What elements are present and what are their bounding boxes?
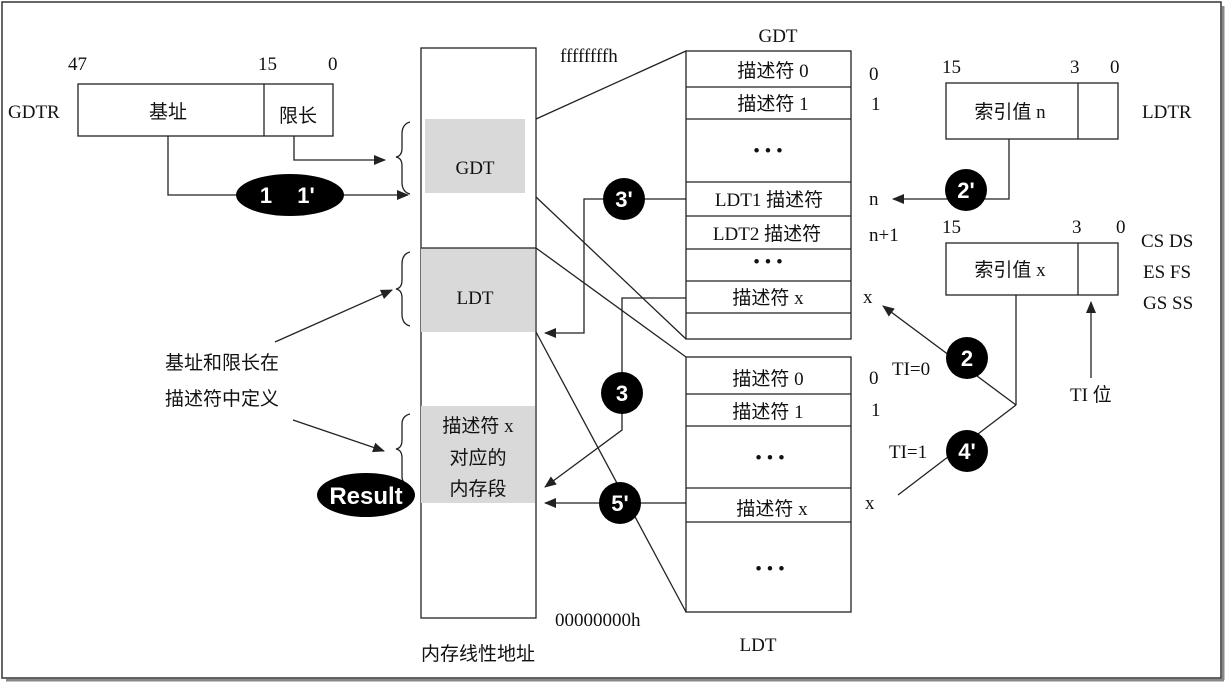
limit-to-gdt-arrow [293,136,386,165]
ldt-table [685,356,852,613]
brace-result [395,413,411,487]
segment-reg-cs-ds: CS DS [1141,231,1193,252]
selector-bit-15: 15 [942,217,961,238]
ldt-segment-label: LDT [457,288,494,309]
brace-gdt [395,121,411,195]
ti-bit-label: TI 位 [1070,384,1112,406]
gdtr-bit-15: 15 [258,54,277,75]
badge-step-5p-label: 5' [611,491,628,516]
gdtr-limit-field: 限长 [279,105,317,127]
base-limit-note-line2: 描述符中定义 [165,388,279,410]
gdtr-base-field: 基址 [149,101,187,123]
badge-step-4p [946,430,988,472]
badge-step-2-label: 2 [961,346,973,371]
ldt-index-1: 1 [871,400,881,421]
badge-step-3p-label: 3' [615,187,632,212]
selector-bit-0: 0 [1116,217,1126,238]
badge-step-2p [945,169,987,211]
badge-step-4p-label: 4' [958,439,975,464]
selector-index-field: 索引值 x [974,259,1046,281]
gdtr-bit-0: 0 [328,54,338,75]
gdtr-register [77,83,334,137]
badge-step-5p [599,482,641,524]
gdt-table-title: GDT [758,26,797,47]
ldt-row-2: • • • [755,448,784,469]
result-segment-line1: 描述符 x [442,415,514,437]
note-arrow-to-result [292,419,385,453]
result-segment [421,406,535,503]
top-address: ffffffffh [560,46,618,67]
gdt-segment [425,119,525,193]
ldt-row-4: • • • [755,559,784,580]
ldtr-to-gdt-n-arrow [892,139,1010,204]
badge-step-1p-label: 1' [297,183,314,208]
ldt1-desc-to-ldt-arrow [544,198,686,338]
ldtr-bit-15: 15 [942,57,961,78]
gdt-desc-x-to-result-arrow [544,297,686,488]
ldtr-bit-3: 3 [1070,57,1080,78]
gdt-table [685,50,852,340]
gdt-row-3: LDT1 描述符 [715,189,823,211]
gdtr-bit-47: 47 [68,54,87,75]
result-segment-line2: 对应的 [449,447,506,469]
gdt-index-n: n [869,189,879,210]
ldt-expand-bottom [535,331,687,613]
gdt-expand-bottom [535,196,687,340]
ldt-row-0: 描述符 0 [732,368,803,390]
ldt-index-0: 0 [869,368,879,389]
gdt-row-2: • • • [753,141,782,162]
gdt-row-1: 描述符 1 [737,93,808,115]
brace-ldt [395,251,411,327]
segment-reg-gs-ss: GS SS [1143,293,1193,314]
gdt-expand-top [535,50,687,120]
ldt-index-x: x [865,493,875,514]
gdt-row-4: LDT2 描述符 [713,223,821,245]
badge-step-1 [236,174,344,216]
result-badge-label: Result [329,483,402,510]
note-arrow-to-ldt [274,289,393,343]
ldtr-bit-0: 0 [1110,57,1120,78]
badge-step-3p [603,178,645,220]
gdt-index-x: x [863,287,873,308]
gdt-index-0: 0 [869,64,879,85]
bottom-address: 00000000h [555,610,641,631]
ti0-label: TI=0 [892,359,930,380]
ti1-label: TI=1 [889,442,927,463]
gdt-row-6: 描述符 x [732,287,804,309]
badge-step-1-label: 1 [260,183,272,208]
segment-reg-es-fs: ES FS [1143,262,1191,283]
result-segment-line3: 内存段 [449,478,506,500]
ldt-expand-top [535,247,687,358]
result-badge [317,473,415,517]
badge-step-3-label: 3 [616,381,628,406]
gdt-segment-label: GDT [455,158,494,179]
badge-step-2p-label: 2' [957,178,974,203]
base-limit-note-line1: 基址和限长在 [165,352,279,374]
ldtr-register [945,82,1119,140]
gdt-index-n1: n+1 [869,225,899,246]
ldtr-label: LDTR [1142,102,1192,123]
ldt-table-title: LDT [740,635,777,656]
selector-bit-3: 3 [1072,217,1082,238]
badge-step-3 [601,372,643,414]
ldtr-index-field: 索引值 n [974,101,1046,123]
gdt-row-0: 描述符 0 [737,60,808,82]
selector-register [945,242,1119,296]
badge-step-2 [946,337,988,379]
gdt-row-5: • • • [753,252,782,273]
ldt-segment [421,248,535,332]
memory-title: 内存线性地址 [421,643,535,665]
gdtr-label: GDTR [8,102,60,123]
ldt-row-3: 描述符 x [736,498,808,520]
ldt-row-1: 描述符 1 [732,401,803,423]
gdt-index-1: 1 [871,94,881,115]
